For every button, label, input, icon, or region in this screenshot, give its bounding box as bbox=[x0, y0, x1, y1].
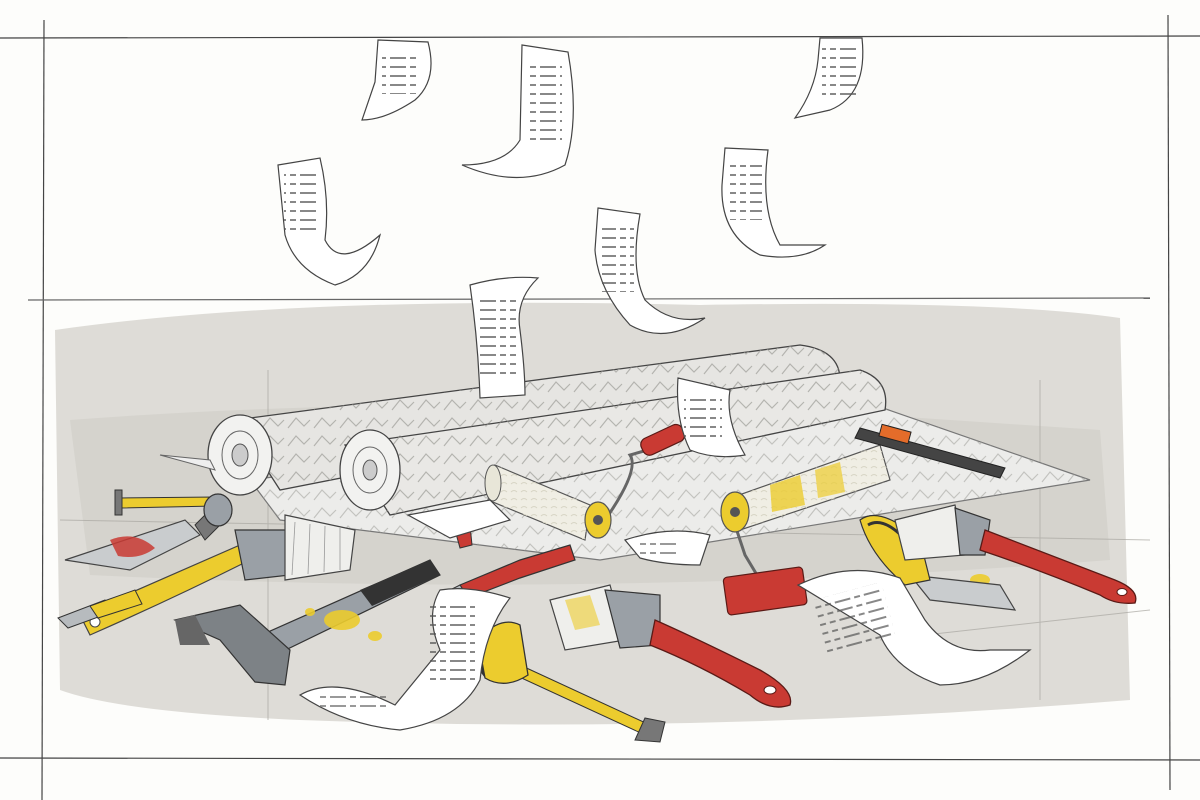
paper-scrap bbox=[406, 499, 512, 539]
receipt bbox=[298, 588, 512, 731]
receipt bbox=[793, 37, 864, 119]
paint-roller bbox=[720, 444, 891, 616]
putty-knife bbox=[859, 514, 1017, 611]
receipt bbox=[623, 530, 711, 566]
tape-measure bbox=[114, 489, 233, 527]
paintbrush bbox=[549, 584, 792, 708]
tape-measure bbox=[475, 621, 666, 743]
receipt bbox=[469, 276, 540, 399]
receipt bbox=[676, 377, 746, 458]
receipt bbox=[594, 207, 706, 335]
paint-roller bbox=[484, 423, 686, 541]
receipt bbox=[461, 44, 574, 178]
receipt bbox=[361, 39, 432, 121]
sketch-frame bbox=[0, 14, 1200, 800]
paintbrush bbox=[894, 504, 1137, 604]
receipt bbox=[796, 569, 1032, 686]
receipt bbox=[277, 157, 382, 286]
wallpaper-roll bbox=[339, 369, 887, 516]
hammer bbox=[173, 559, 441, 686]
paintbrush bbox=[79, 514, 356, 636]
utility-knife bbox=[57, 589, 143, 629]
receipt bbox=[721, 147, 827, 258]
pencil bbox=[854, 423, 1006, 479]
